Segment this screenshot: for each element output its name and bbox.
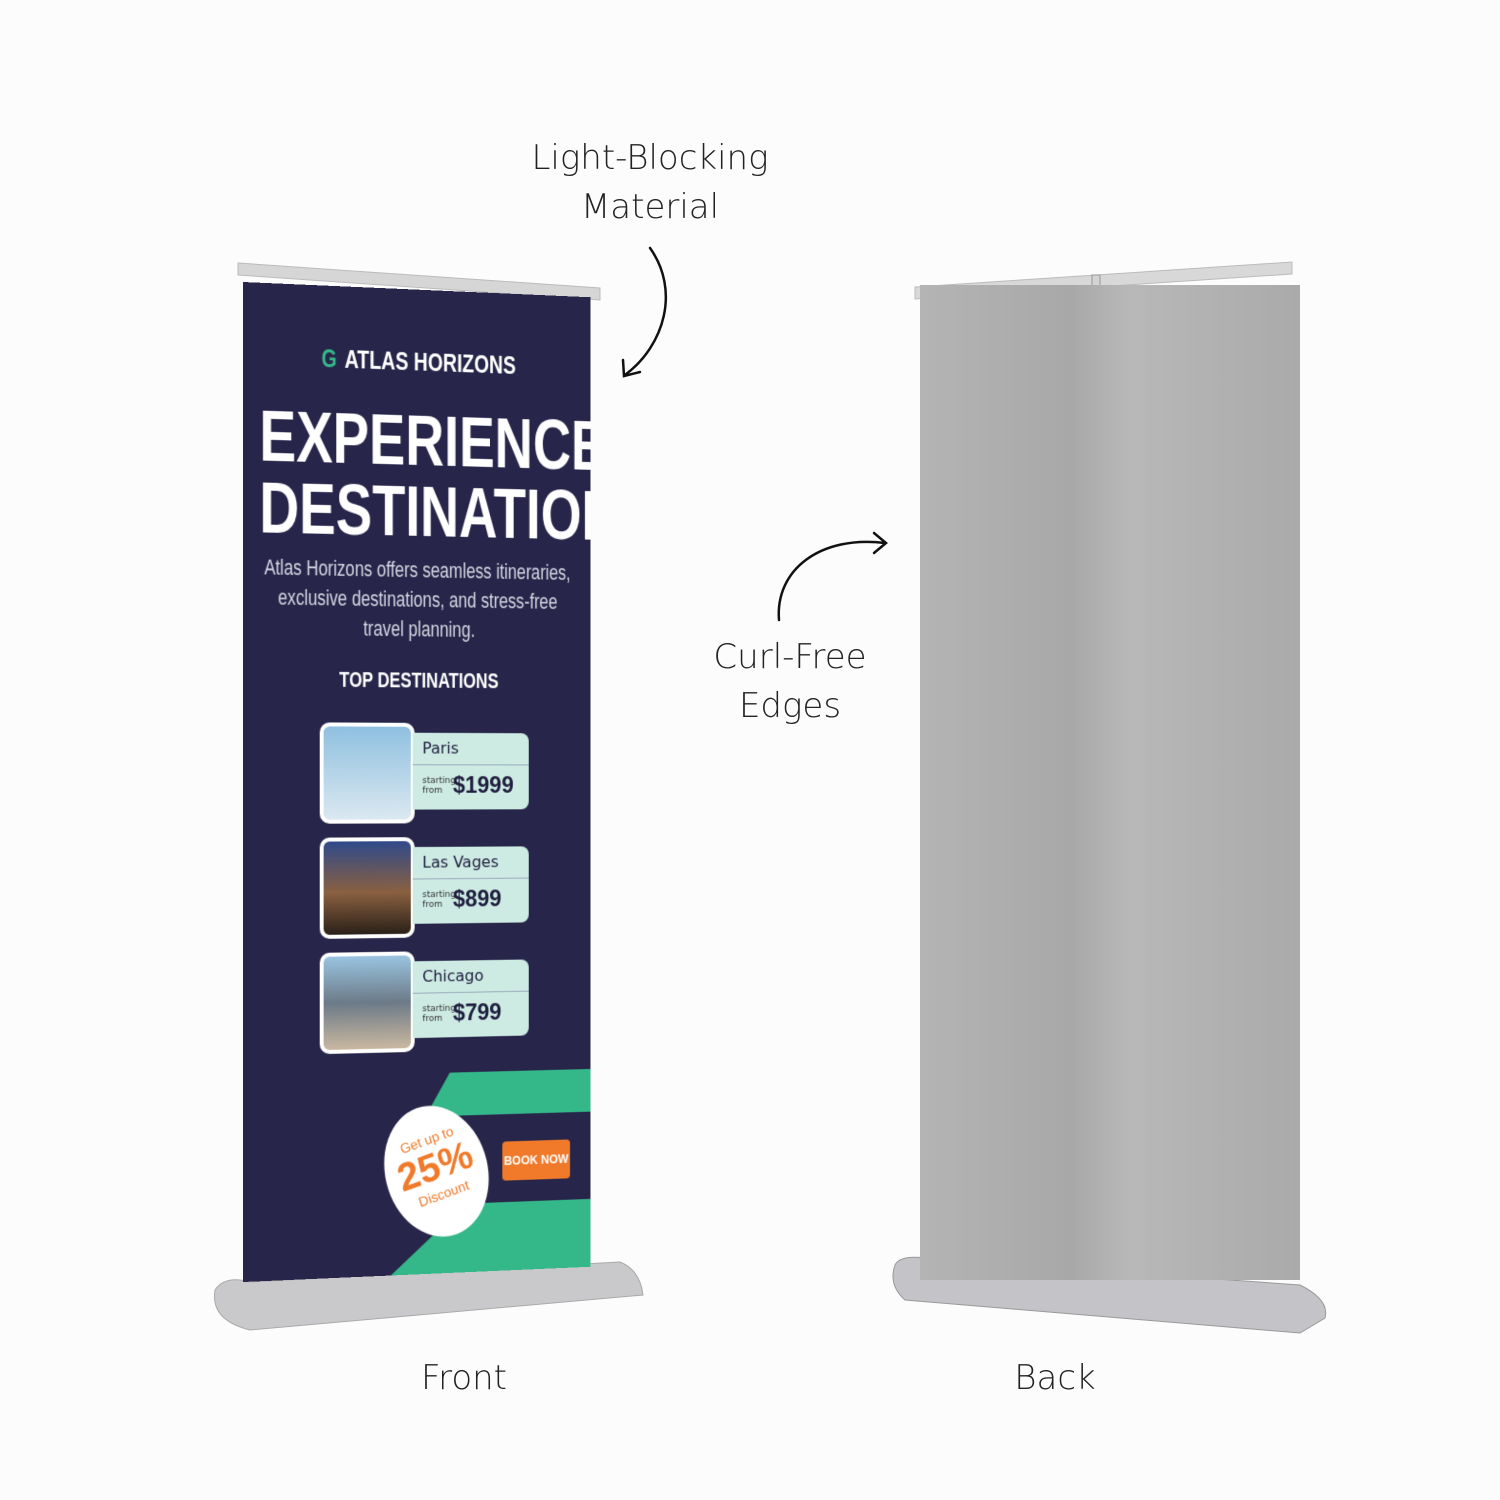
caption-back: Back <box>955 1354 1155 1403</box>
price: $1999 <box>453 772 514 799</box>
las-vegas-photo <box>320 837 415 939</box>
destination-card: Chicago starting from $799 <box>320 950 531 1053</box>
chicago-photo <box>320 951 415 1054</box>
front-banner: GATLAS HORIZONS EXPERIENCE DESTINATIONS … <box>243 282 591 1282</box>
headline-line: DESTINATIONS <box>259 472 575 551</box>
brand: G ATLAS HORIZONS <box>243 340 591 384</box>
section-title-text: TOP DESTINATIONS <box>282 666 553 694</box>
card-info: Las Vages starting from $899 <box>413 846 529 924</box>
city-name: Las Vages <box>422 852 498 871</box>
brand-name: ATLAS HORIZONS <box>344 344 515 380</box>
arrow-icon <box>779 542 885 620</box>
section-title: TOP DESTINATIONS <box>243 666 591 695</box>
from-label: starting from <box>422 890 451 910</box>
arrow-icon <box>625 248 666 375</box>
card-info: Paris starting from $1999 <box>413 733 529 810</box>
price: $799 <box>453 999 502 1026</box>
headline: EXPERIENCE DESTINATIONS <box>243 399 591 552</box>
description-text: Atlas Horizons offers seamless itinerari… <box>259 552 575 646</box>
from-label: starting from <box>422 776 451 796</box>
caption-front: Front <box>364 1354 564 1403</box>
city-name: Chicago <box>422 966 483 986</box>
price: $899 <box>453 886 502 913</box>
green-stripe <box>426 1068 591 1117</box>
paris-photo <box>320 722 415 823</box>
divider <box>413 764 529 765</box>
from-label: starting from <box>422 1004 451 1024</box>
back-banner <box>920 285 1300 1280</box>
city-name: Paris <box>422 739 458 758</box>
description: Atlas Horizons offers seamless itinerari… <box>243 551 591 646</box>
destination-card: Las Vages starting from $899 <box>320 837 531 937</box>
g-logo-icon: G <box>321 343 336 373</box>
destination-card: Paris starting from $1999 <box>320 722 531 821</box>
card-info: Chicago starting from $799 <box>413 959 529 1038</box>
divider <box>413 991 529 994</box>
book-now-button[interactable]: BOOK NOW <box>502 1139 570 1180</box>
divider <box>413 878 529 880</box>
